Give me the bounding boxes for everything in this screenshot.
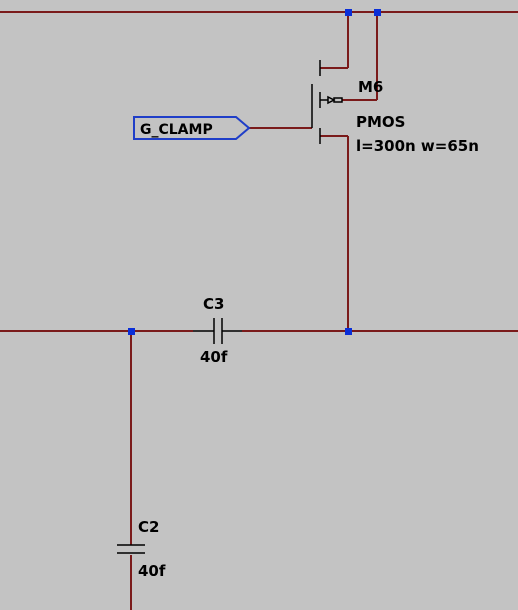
c2-name-label: C2: [138, 518, 160, 536]
c3-value-label: 40f: [200, 348, 228, 366]
net-label-flag-shape: [133, 116, 251, 140]
wires: [0, 11, 518, 610]
body-arrow-icon: [327, 95, 336, 105]
transistor-name-label: M6: [358, 78, 384, 96]
junction-dot-mid-left[interactable]: [128, 328, 135, 335]
junction-dot-top-right[interactable]: [374, 9, 381, 16]
transistor-params-label: l=300n w=65n: [356, 137, 479, 155]
net-label-flag-g-clamp[interactable]: G_CLAMP: [133, 116, 251, 140]
junction-dot-top-left[interactable]: [345, 9, 352, 16]
c3-name-label: C3: [203, 295, 225, 313]
junction-dots: [128, 9, 381, 335]
pmos-transistor-symbol[interactable]: [311, 60, 343, 144]
junction-dot-mid-right[interactable]: [345, 328, 352, 335]
transistor-model-label: PMOS: [356, 113, 406, 131]
c2-value-label: 40f: [138, 562, 166, 580]
net-label-flag-text: G_CLAMP: [140, 122, 213, 138]
capacitor-c3-symbol[interactable]: [193, 318, 242, 344]
capacitor-c2-symbol[interactable]: [117, 544, 145, 554]
body-bar: [333, 97, 343, 103]
